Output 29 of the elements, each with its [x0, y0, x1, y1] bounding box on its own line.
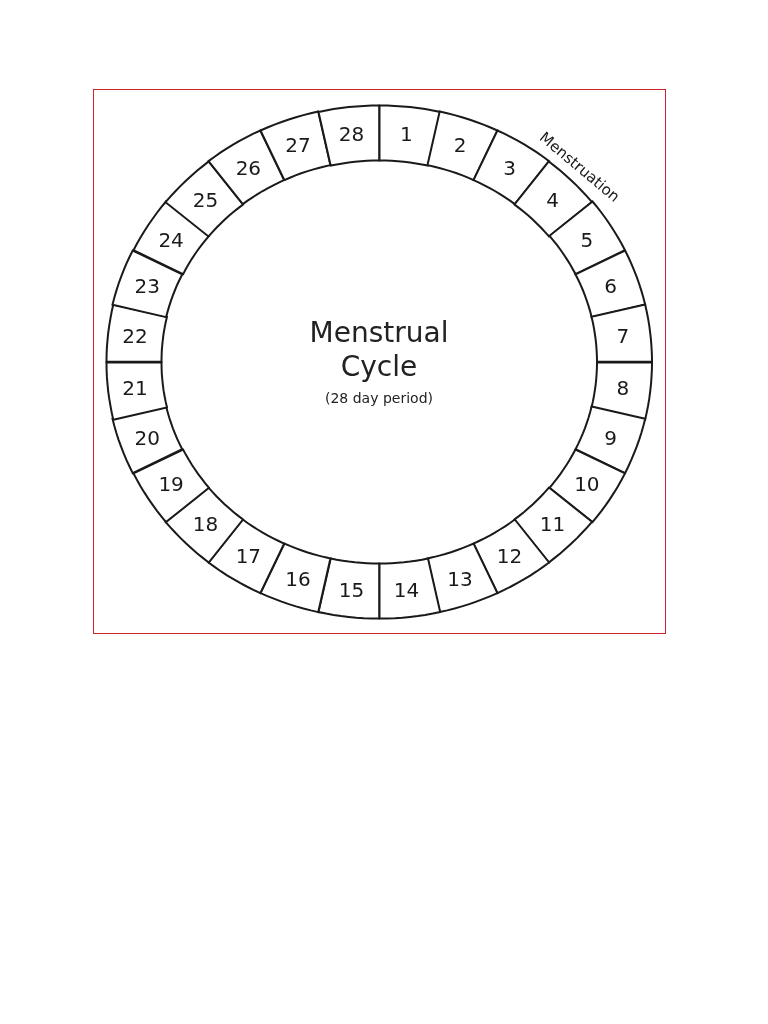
- day-number: 18: [192, 514, 219, 535]
- day-number: 8: [616, 377, 630, 398]
- day-number: 9: [604, 427, 618, 448]
- day-number: 25: [192, 189, 219, 210]
- day-number: 12: [496, 546, 523, 567]
- cycle-length-note: (28 day period): [325, 388, 433, 408]
- day-number: 11: [539, 514, 566, 535]
- day-number: 26: [235, 157, 262, 178]
- day-number: 20: [134, 427, 160, 448]
- day-number: 23: [134, 276, 160, 297]
- day-number: 7: [616, 326, 630, 347]
- day-number: 6: [604, 276, 618, 297]
- day-number: 21: [122, 377, 148, 398]
- day-number: 1: [400, 123, 413, 144]
- day-number: 19: [158, 474, 184, 495]
- day-number: 10: [574, 474, 600, 495]
- day-number: 13: [447, 568, 473, 589]
- day-number: 15: [338, 580, 365, 601]
- day-number: 5: [580, 229, 594, 250]
- day-number: 28: [338, 123, 365, 144]
- day-number: 16: [285, 568, 311, 589]
- day-number: 17: [235, 546, 262, 567]
- day-number: 3: [503, 157, 516, 178]
- cycle-name: Menstrual Cycle: [308, 315, 450, 384]
- day-number: 2: [453, 135, 467, 156]
- day-number: 27: [285, 135, 311, 156]
- day-number: 22: [122, 326, 148, 347]
- day-number: 24: [158, 229, 184, 250]
- day-number: 14: [393, 580, 420, 601]
